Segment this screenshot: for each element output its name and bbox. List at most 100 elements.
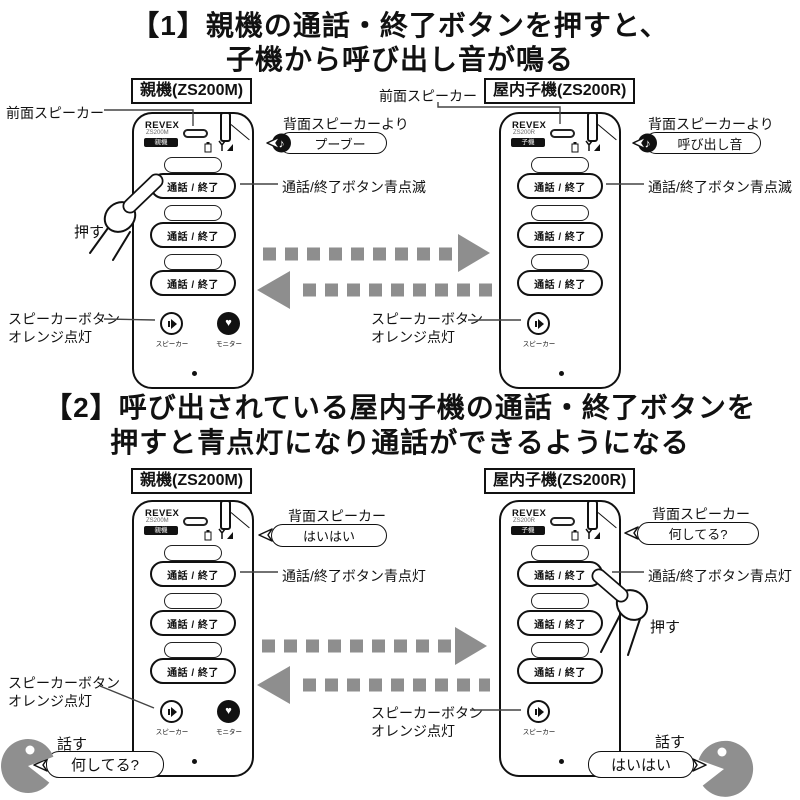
brand-logo: REVEX	[145, 508, 180, 519]
talk-end-button: 通話 / 終了	[517, 561, 603, 587]
person-speech-text: 何してる?	[71, 757, 139, 774]
front-speaker-grille	[183, 129, 208, 138]
mic-hole	[192, 759, 197, 764]
blank-button	[531, 642, 589, 658]
blank-button	[531, 593, 589, 609]
blank-button	[164, 642, 222, 658]
sound-bubble: 何してる?	[637, 522, 759, 545]
model-number: ZS200R	[513, 130, 536, 136]
talk-end-button: 通話 / 終了	[517, 222, 603, 248]
front-speaker-label: 前面スピーカー	[379, 88, 477, 104]
speak-label: 話す	[655, 734, 686, 751]
signal-strength-icon	[216, 139, 234, 157]
note-icon: ♪	[638, 133, 657, 153]
signal-arrow-left-step2	[257, 666, 490, 704]
battery-icon	[571, 528, 579, 546]
battery-icon	[204, 140, 212, 158]
rear-speaker-label: 背面スピーカー	[288, 508, 386, 524]
blank-button	[531, 205, 589, 221]
brand-logo: REVEX	[512, 508, 547, 519]
blank-button	[531, 254, 589, 270]
speaker-status-line1: スピーカーボタン	[8, 675, 120, 691]
monitor-button: ♥	[217, 700, 240, 723]
speaker-button	[160, 312, 183, 335]
monitor-button-label: モニター	[216, 341, 242, 348]
corner-line	[230, 124, 250, 141]
antenna	[587, 500, 598, 530]
speaker-button	[527, 700, 550, 723]
sound-bubble-text: 呼び出し音	[677, 136, 743, 152]
speaker-status-line1: スピーカーボタン	[371, 705, 483, 721]
speaker-button-label: スピーカー	[155, 341, 189, 348]
child-device-illustration: REVEX ZS200R 子機 通話 / 終了 通話 / 終了 通話 / 終了 …	[499, 500, 621, 777]
sound-bubble: はいはい	[271, 524, 387, 547]
button-status-label: 通話/終了ボタン青点灯	[648, 568, 792, 584]
signal-arrow-left-step1	[257, 271, 497, 309]
blank-button	[531, 157, 589, 173]
unit-type-badge: 親機	[144, 138, 178, 147]
talk-end-button: 通話 / 終了	[517, 610, 603, 636]
sound-bubble-text: はいはい	[302, 529, 355, 544]
sound-bubble: ♪ プーブー	[272, 132, 387, 154]
indoor-child-unit-name-box: 屋内子機(ZS200R)	[484, 468, 636, 494]
speaker-status-line2: オレンジ点灯	[8, 693, 92, 709]
front-speaker-grille	[183, 517, 208, 526]
speaker-button	[160, 700, 183, 723]
blank-button	[164, 254, 222, 270]
blank-button	[164, 545, 222, 561]
monitor-button: ♥	[217, 312, 240, 335]
rear-speaker-label: 背面スピーカーより	[648, 116, 774, 132]
person-speech-bubble: はいはい	[588, 751, 694, 778]
signal-strength-icon	[583, 527, 601, 545]
model-number: ZS200M	[146, 518, 169, 524]
corner-line	[230, 512, 250, 529]
sound-bubble-text: 何してる?	[668, 527, 728, 542]
speaker-icon	[167, 706, 177, 717]
blank-button	[531, 545, 589, 561]
sound-bubble-text: プーブー	[314, 136, 366, 152]
talk-end-button: 通話 / 終了	[150, 658, 236, 684]
talk-end-button: 通話 / 終了	[517, 173, 603, 199]
speaker-button-label: スピーカー	[522, 729, 556, 736]
model-number: ZS200R	[513, 518, 536, 524]
talk-end-button: 通話 / 終了	[517, 270, 603, 296]
mic-hole	[192, 371, 197, 376]
model-number: ZS200M	[146, 130, 169, 136]
blank-button	[164, 205, 222, 221]
person-speech-bubble: 何してる?	[46, 751, 164, 778]
mic-hole	[559, 759, 564, 764]
button-status-label: 通話/終了ボタン青点滅	[648, 179, 792, 195]
signal-strength-icon	[216, 527, 234, 545]
parent-device-illustration: REVEX ZS200M 親機 通話 / 終了 通話 / 終了 通話 / 終了 …	[132, 112, 254, 389]
note-icon: ♪	[272, 133, 291, 153]
unit-type-badge: 子機	[511, 526, 545, 535]
talk-end-button: 通話 / 終了	[150, 222, 236, 248]
press-label: 押す	[74, 224, 105, 241]
step2-title-line1: 【2】呼び出されている屋内子機の通話・終了ボタンを	[44, 392, 756, 423]
heart-icon: ♥	[225, 705, 232, 717]
speaker-status-line2: オレンジ点灯	[371, 329, 455, 345]
step1-title-line2: 子機から呼び出し音が鳴る	[225, 44, 574, 75]
heart-icon: ♥	[225, 317, 232, 329]
parent-unit-name-box: 親機(ZS200M)	[131, 78, 253, 104]
signal-strength-icon	[583, 139, 601, 157]
speaker-status-line2: オレンジ点灯	[8, 329, 92, 345]
parent-unit-name-box: 親機(ZS200M)	[131, 468, 253, 494]
speaker-button-label: スピーカー	[522, 341, 556, 348]
speaker-icon	[534, 318, 544, 329]
battery-icon	[204, 528, 212, 546]
child-device-illustration: REVEX ZS200R 子機 通話 / 終了 通話 / 終了 通話 / 終了 …	[499, 112, 621, 389]
brand-logo: REVEX	[512, 120, 547, 131]
talk-end-button: 通話 / 終了	[150, 561, 236, 587]
talk-end-button: 通話 / 終了	[517, 658, 603, 684]
corner-line	[597, 124, 617, 141]
speaker-icon	[534, 706, 544, 717]
talk-end-button: 通話 / 終了	[150, 270, 236, 296]
monitor-button-label: モニター	[216, 729, 242, 736]
mic-hole	[559, 371, 564, 376]
front-speaker-label: 前面スピーカー	[6, 105, 104, 121]
parent-device-illustration: REVEX ZS200M 親機 通話 / 終了 通話 / 終了 通話 / 終了 …	[132, 500, 254, 777]
person-speech-text: はいはい	[610, 757, 671, 774]
antenna	[587, 112, 598, 142]
blank-button	[164, 157, 222, 173]
